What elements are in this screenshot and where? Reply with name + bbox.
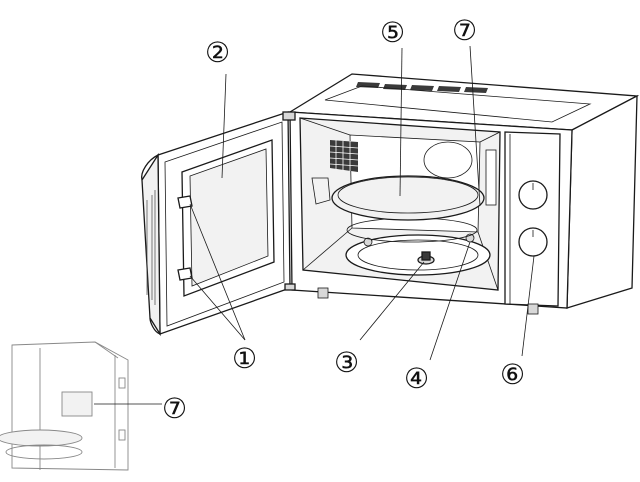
glass-tray xyxy=(331,175,485,221)
inset-detail xyxy=(0,341,129,471)
power-knob xyxy=(518,227,548,257)
callout-7-inset: ⑦ xyxy=(162,392,187,425)
callout-7-main: ⑦ xyxy=(452,14,477,47)
timer-knob xyxy=(518,180,548,210)
leader-lines xyxy=(94,45,535,405)
turntable-assembly xyxy=(331,175,491,276)
waveguide-grille xyxy=(329,140,359,172)
callouts: ① ② ③ ④ ⑤ ⑥ ⑦ ⑦ xyxy=(162,14,525,425)
callout-3: ③ xyxy=(334,346,359,379)
control-knobs xyxy=(518,180,548,257)
coupler xyxy=(417,251,435,265)
roller-ring xyxy=(345,234,491,276)
callout-4: ④ xyxy=(404,362,429,395)
mica-cover xyxy=(485,149,497,206)
callout-1: ① xyxy=(232,342,257,375)
callout-2: ② xyxy=(205,36,230,69)
callout-6: ⑥ xyxy=(500,358,525,391)
callout-5: ⑤ xyxy=(380,16,405,49)
oven-door xyxy=(141,111,296,337)
inset-mica-cover xyxy=(61,391,93,417)
